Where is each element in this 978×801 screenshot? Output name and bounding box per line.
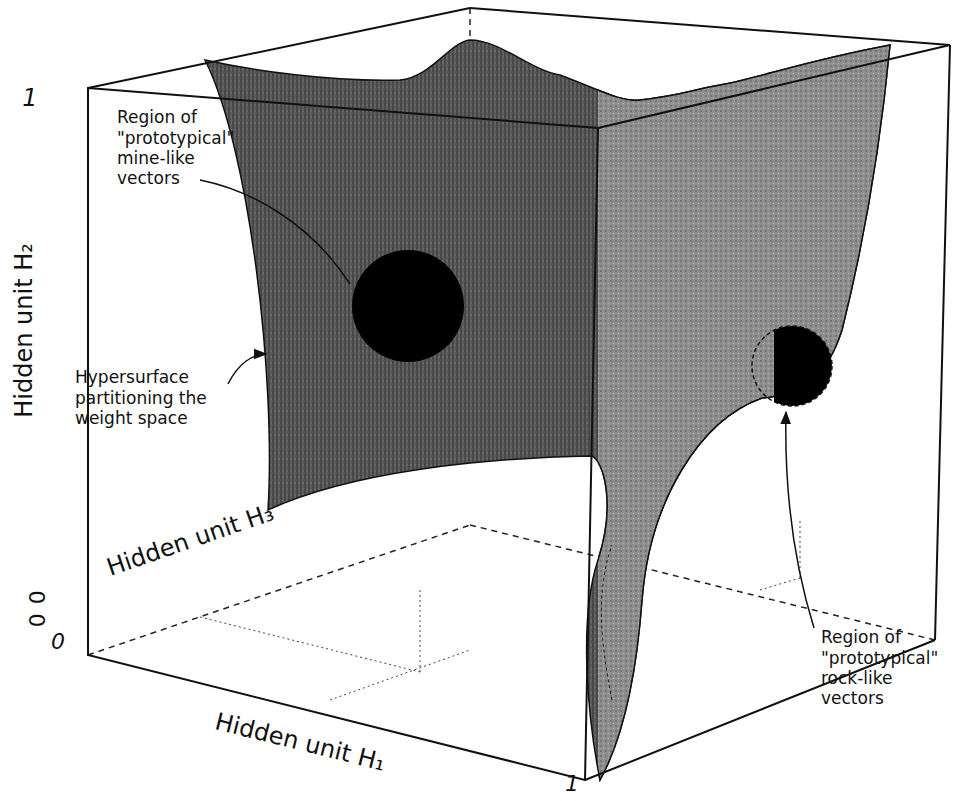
guide-lines xyxy=(200,520,800,700)
axis-tick: 0 xyxy=(25,613,51,627)
callout-text: Hypersurface partitioning the weight spa… xyxy=(75,367,225,428)
axis-tick: 1 xyxy=(565,771,579,797)
axis-tick: 0 xyxy=(25,590,51,604)
axis-tick: 1 xyxy=(22,84,37,113)
hypersurface xyxy=(205,40,890,780)
axis-tick: 0 xyxy=(51,629,65,655)
axis-label: Hidden unit H₂ xyxy=(10,243,39,418)
cube-edges xyxy=(88,8,950,780)
axis-label: Hidden unit H₁ xyxy=(212,707,388,777)
mine-region xyxy=(352,250,464,362)
callout-text: Region of "prototypical" rock-like vecto… xyxy=(821,627,939,709)
axis-label: Hidden unit H₃ xyxy=(103,498,277,582)
leader-lines xyxy=(200,180,814,628)
callout-text: Region of "prototypical" mine-like vecto… xyxy=(117,107,239,189)
rock-region xyxy=(752,326,832,406)
